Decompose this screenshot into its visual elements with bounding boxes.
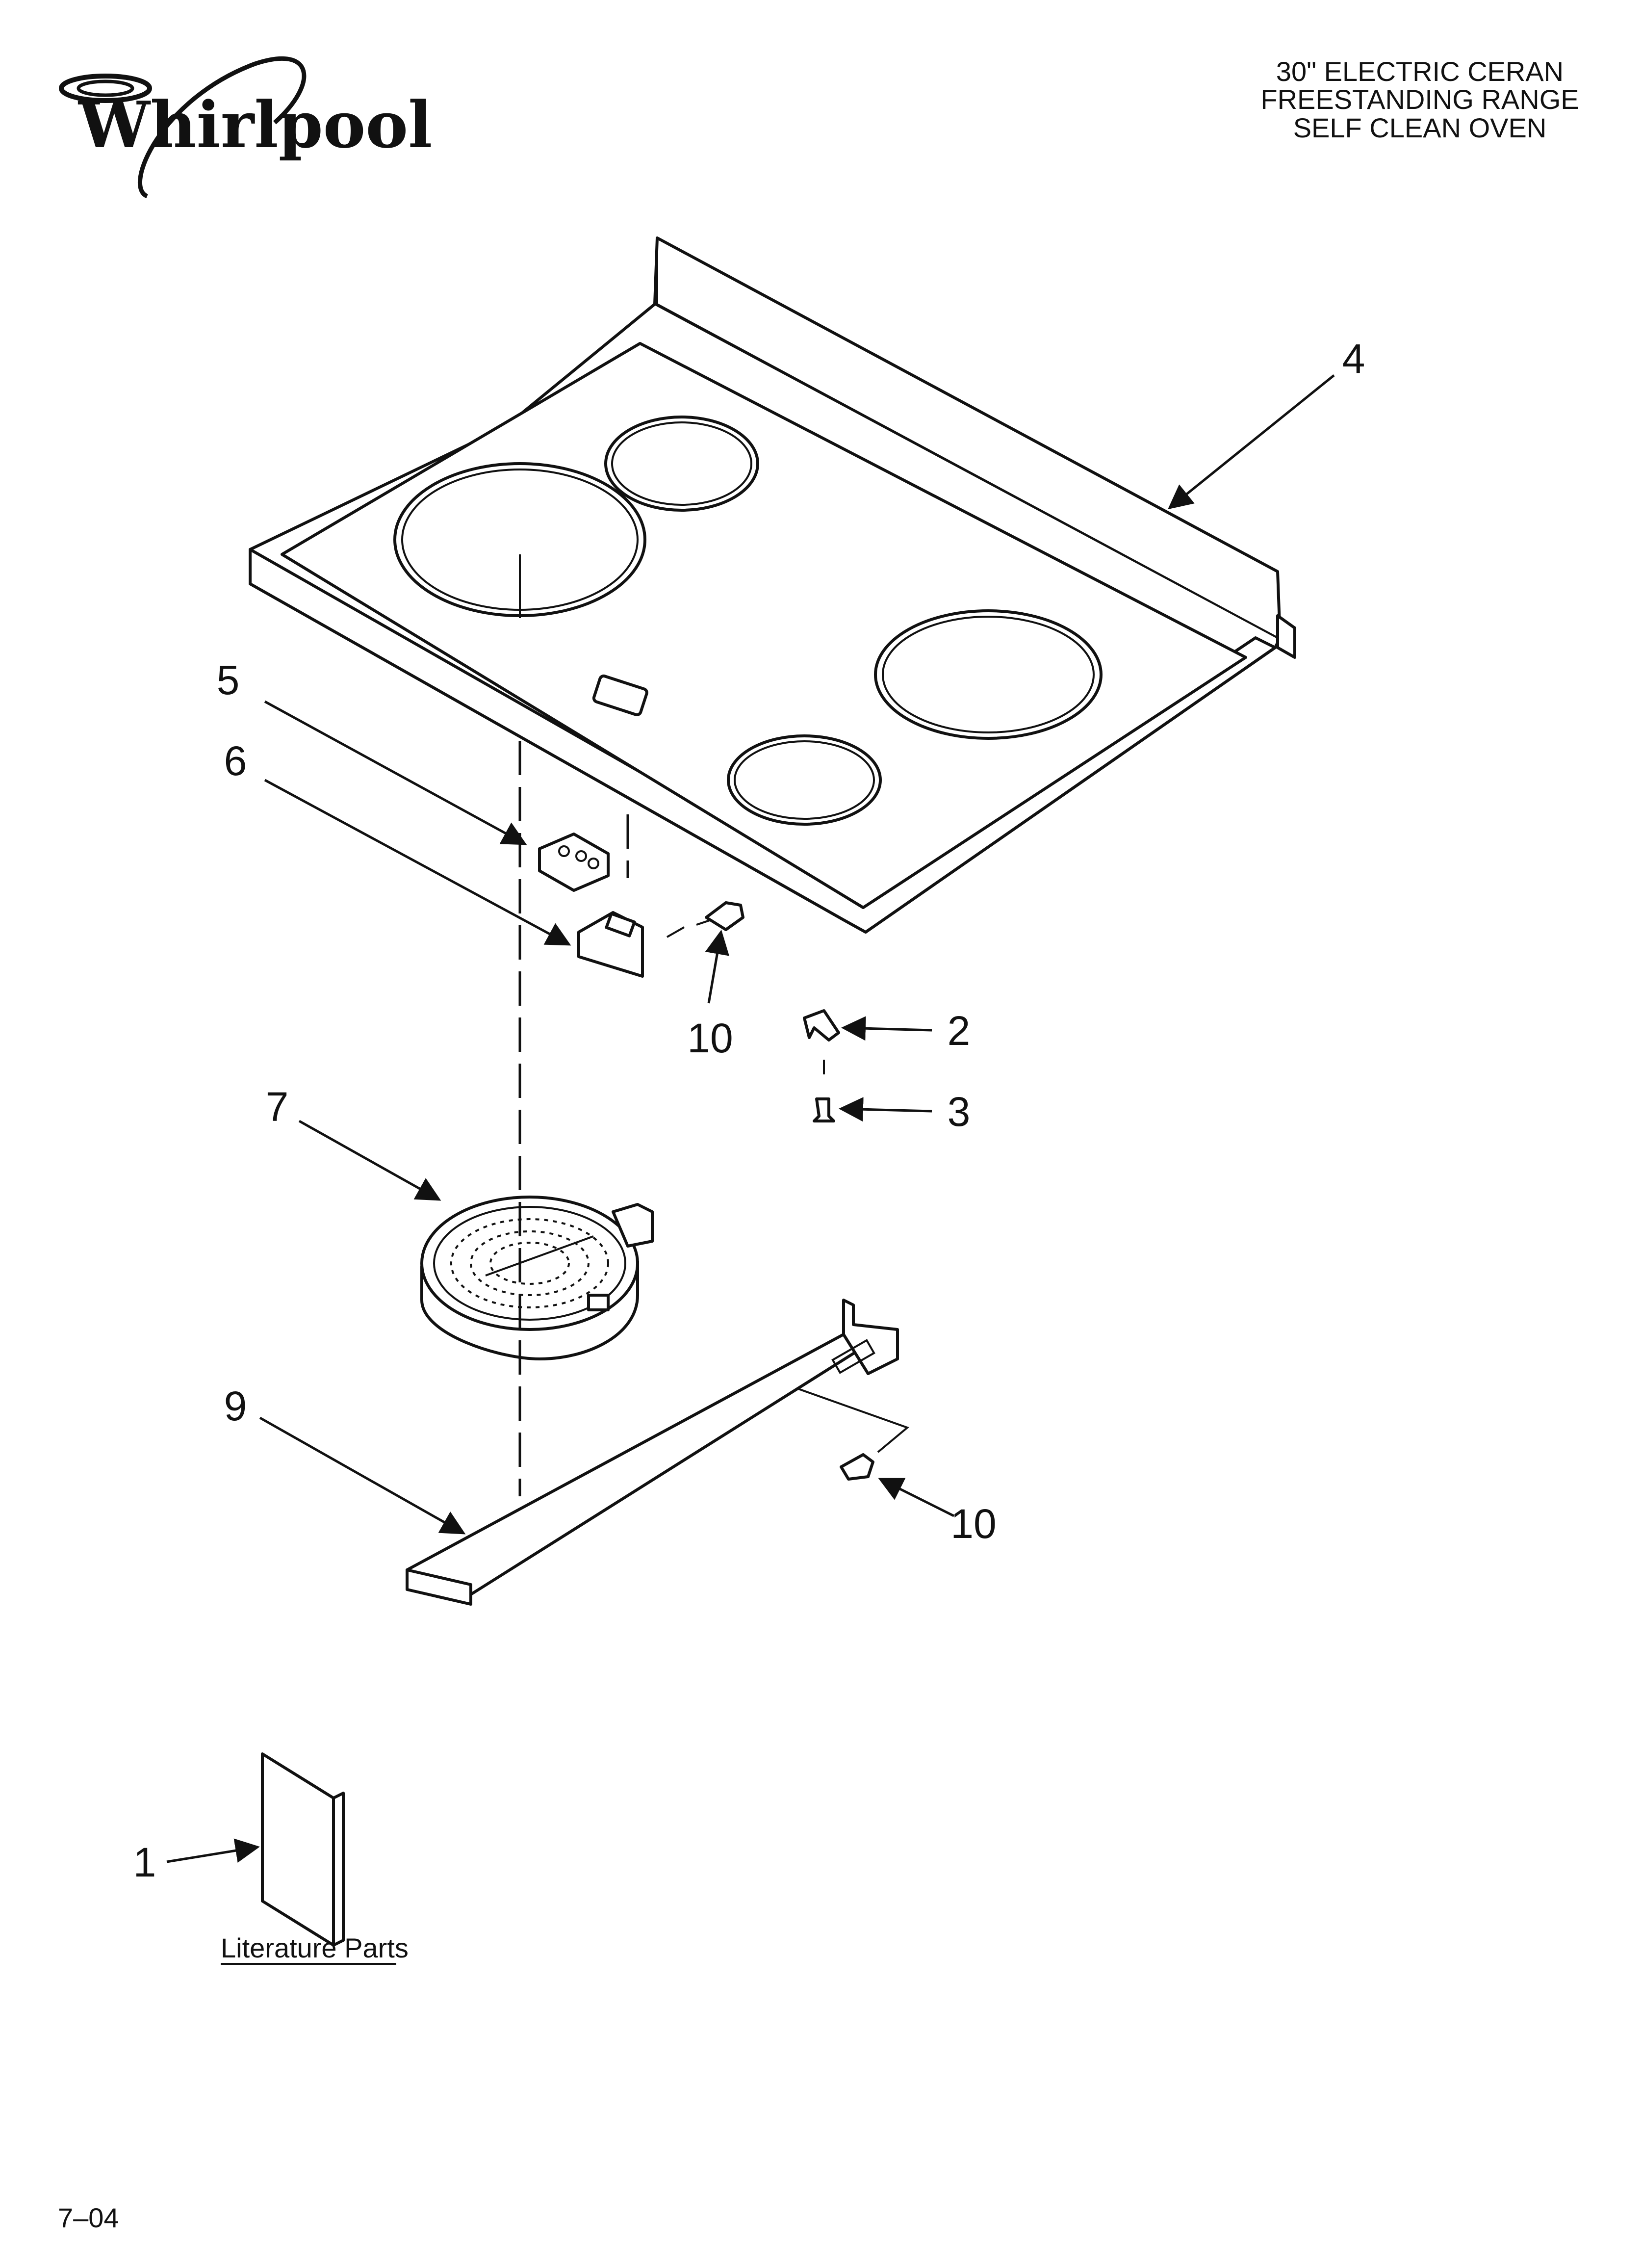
title-line-2: FREESTANDING RANGE (1260, 84, 1579, 115)
callout-1: 1 (133, 1839, 156, 1885)
alignment-lines (518, 741, 629, 1496)
support-rail-part-9 (406, 1299, 899, 1606)
callout-3: 3 (948, 1089, 971, 1135)
terminal-block-part-5 (538, 833, 610, 892)
callout-5: 5 (217, 657, 240, 703)
leader-lines (166, 374, 1335, 1863)
callout-2: 2 (948, 1008, 971, 1054)
screw-part-10-lower (796, 1387, 909, 1481)
footer-code: 7–04 (58, 2202, 119, 2233)
title-line-3: SELF CLEAN OVEN (1293, 112, 1547, 143)
callout-6: 6 (224, 738, 247, 784)
literature-part-1 (261, 1752, 345, 1947)
logo-swirl-icon (59, 74, 152, 103)
screw-part-10-upper (667, 901, 744, 938)
title-line-1: 30" ELECTRIC CERAN (1276, 56, 1564, 87)
callout-9: 9 (224, 1383, 247, 1429)
callout-10-lower: 10 (950, 1501, 996, 1547)
screw-part-3 (813, 1060, 835, 1122)
radiant-element-part-7 (420, 1196, 654, 1360)
callout-numbers: 4 5 6 10 2 3 7 9 10 1 (133, 336, 1365, 1885)
whirlpool-logo: Whirlpool (59, 56, 432, 199)
callout-7: 7 (266, 1084, 289, 1130)
cooktop-part-4 (249, 236, 1296, 934)
bracket-part-6 (577, 911, 644, 978)
clip-part-2 (803, 1009, 840, 1042)
callout-4: 4 (1342, 336, 1365, 382)
literature-caption: Literature Parts (221, 1932, 409, 1963)
brand-logo-text: Whirlpool (77, 87, 432, 162)
logo-swoosh-icon (138, 56, 307, 199)
callout-10-upper: 10 (687, 1015, 733, 1061)
literature-caption-group: Literature Parts (221, 1932, 409, 1965)
page-title: 30" ELECTRIC CERAN FREESTANDING RANGE SE… (1260, 56, 1579, 143)
